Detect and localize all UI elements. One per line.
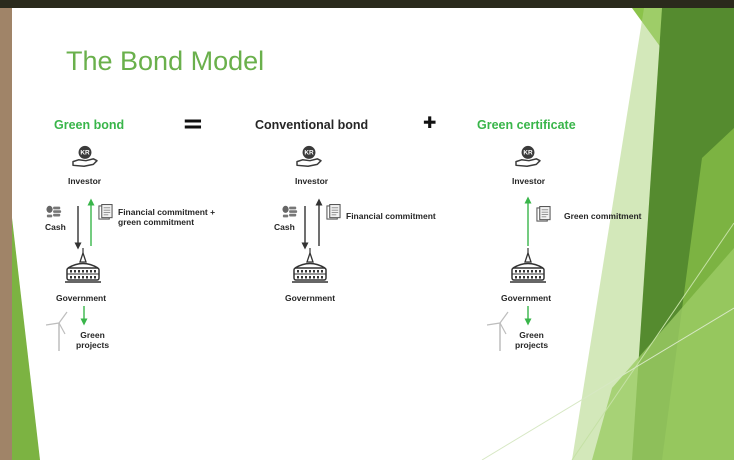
green-projects-label: Green projects: [76, 330, 109, 350]
investor-icon: [515, 145, 541, 167]
coins-icon: [282, 205, 298, 218]
investor-label: Investor: [68, 176, 102, 186]
investor-icon: [72, 145, 98, 167]
green-projects-line1: Green: [519, 330, 544, 340]
investor-label: Investor: [512, 176, 546, 186]
green-projects-label: Green projects: [515, 330, 548, 350]
equals-operator: =: [182, 109, 204, 139]
document-icon: [326, 204, 341, 220]
government-label: Government: [285, 293, 336, 303]
investor-icon: [296, 145, 322, 167]
heading-green-certificate: Green certificate: [477, 118, 576, 132]
commitment-label: Green commitment: [564, 211, 642, 221]
investor-label: Investor: [295, 176, 329, 186]
heading-conventional-bond: Conventional bond: [255, 118, 369, 132]
coins-icon: [46, 205, 62, 218]
slide-graphics: KR: [12, 8, 734, 460]
government-building-icon: [291, 248, 329, 283]
commitment-label: Financial commitment + green commitment: [118, 207, 215, 227]
cash-label: Cash: [45, 222, 66, 232]
government-label: Government: [56, 293, 107, 303]
document-icon: [98, 204, 113, 220]
government-building-icon: [509, 248, 547, 283]
plus-operator: ✚: [423, 113, 437, 132]
window-top-border: [0, 0, 734, 8]
slide-title: The Bond Model: [66, 46, 265, 76]
green-projects-line1: Green: [80, 330, 105, 340]
government-label: Government: [501, 293, 552, 303]
wind-turbine-icon: [486, 311, 509, 351]
cash-label: Cash: [274, 222, 295, 232]
commitment-label-line1: Financial commitment +: [118, 207, 216, 217]
wind-turbine-icon: [45, 311, 68, 351]
presentation-slide: KR: [12, 8, 734, 460]
commitment-label-line2: green commitment: [118, 217, 195, 227]
green-projects-line2: projects: [76, 340, 110, 350]
government-building-icon: [64, 248, 102, 283]
heading-green-bond: Green bond: [54, 118, 125, 132]
commitment-label: Financial commitment: [346, 211, 436, 221]
theme-decoration: [12, 8, 734, 460]
document-icon: [536, 206, 551, 222]
green-projects-line2: projects: [515, 340, 549, 350]
